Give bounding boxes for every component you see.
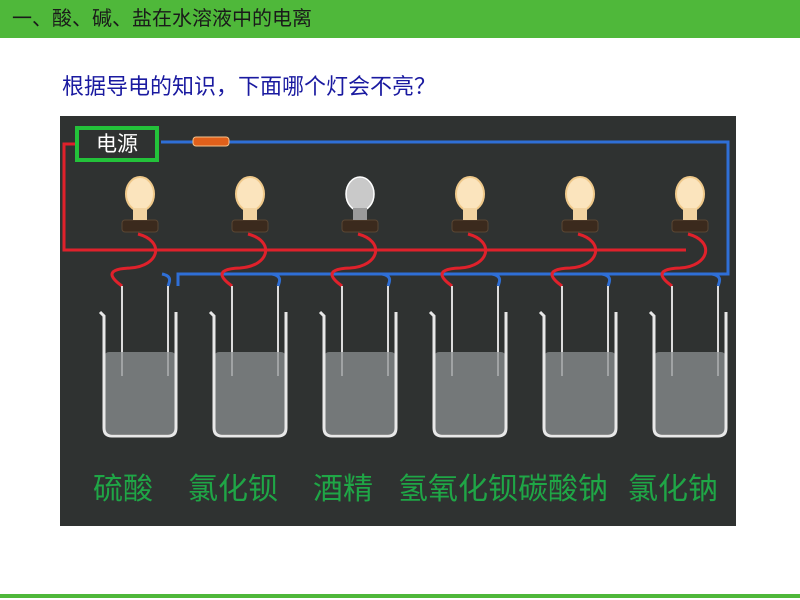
wire-red-branch [440, 232, 487, 288]
unlit-bulb [345, 176, 375, 212]
footer-line [0, 594, 800, 598]
wire-blue-branch [711, 272, 722, 287]
lamp-socket [231, 219, 269, 233]
solution-liquid [324, 352, 396, 434]
substance-label-sodium-carbonate: 碳酸钠 [518, 472, 608, 507]
beaker [428, 310, 508, 438]
beaker [98, 310, 178, 438]
substance-label-sodium-chloride: 氯化钠 [628, 472, 718, 507]
bulb-neck [243, 208, 257, 220]
lit-bulb [455, 176, 485, 212]
solution-liquid [654, 352, 726, 434]
circuit-svg [62, 136, 730, 438]
lit-bulb [675, 176, 705, 212]
wire-blue-branch [491, 272, 502, 287]
lamp-socket [121, 219, 159, 233]
wire-blue-branch [161, 272, 172, 287]
circuit-diagram: 电源 硫酸 氯化钡 酒精 氢氧化钡 碳酸钠 氯化钠 [60, 116, 736, 526]
solution-liquid [104, 352, 176, 434]
bulb-neck [353, 208, 367, 220]
bulb-neck [133, 208, 147, 220]
solution-liquid [214, 352, 286, 434]
wire-red-branch [330, 232, 377, 288]
wire-blue-branch [271, 272, 282, 287]
solution-liquid [434, 352, 506, 434]
wire-red-branch [220, 232, 267, 288]
power-source-label: 电源 [96, 132, 138, 156]
lamp-socket [451, 219, 489, 233]
lit-bulb [125, 176, 155, 212]
substance-label-alcohol: 酒精 [313, 472, 373, 507]
lit-bulb [235, 176, 265, 212]
bulb-neck [573, 208, 587, 220]
substance-label-barium-hydroxide: 氢氧化钡 [398, 472, 518, 507]
wire-red-branch [550, 232, 597, 288]
title-bar: 一、酸、碱、盐在水溶液中的电离 [0, 0, 800, 38]
substance-label-barium-chloride: 氯化钡 [188, 472, 278, 507]
lamp-socket [341, 219, 379, 233]
substance-label-sulfuric-acid: 硫酸 [93, 472, 153, 507]
solution-liquid [544, 352, 616, 434]
question-text: 根据导电的知识，下面哪个灯会不亮？ [62, 75, 437, 100]
slide-title: 一、酸、碱、盐在水溶液中的电离 [12, 6, 312, 30]
beaker [208, 310, 288, 438]
lamp-socket [561, 219, 599, 233]
wire-blue-branch [601, 272, 612, 287]
wire-red-branch [110, 232, 157, 288]
switch [192, 136, 230, 147]
power-source-box: 电源 [75, 126, 159, 162]
beaker [318, 310, 398, 438]
lit-bulb [565, 176, 595, 212]
bulb-neck [463, 208, 477, 220]
wire-blue-main [161, 140, 730, 286]
bulb-neck [683, 208, 697, 220]
beaker [538, 310, 618, 438]
beaker [648, 310, 728, 438]
wire-red-branch [660, 232, 707, 288]
lamp-socket [671, 219, 709, 233]
wire-blue-branch [381, 272, 392, 287]
